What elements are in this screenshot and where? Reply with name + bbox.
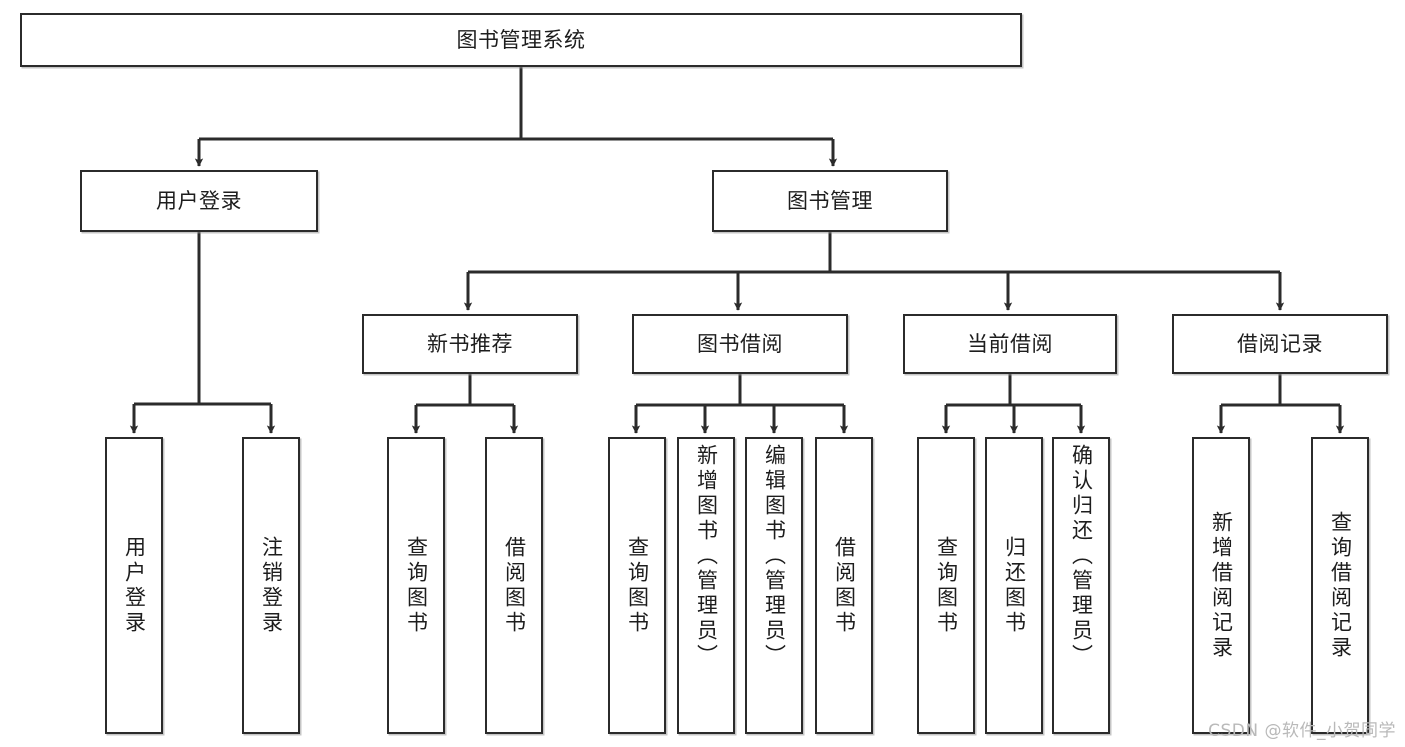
node-book-borrow-label: 图书借阅 [697, 331, 783, 356]
node-leaf-confirm-return-label: 确认归还（管理员） [1069, 444, 1094, 669]
node-borrow-record[interactable]: 借阅记录 [1172, 314, 1388, 374]
node-leaf-query-book-2[interactable]: 查询图书 [608, 437, 666, 734]
node-leaf-logout[interactable]: 注销登录 [242, 437, 300, 734]
node-book-manage[interactable]: 图书管理 [712, 170, 948, 232]
node-leaf-query-book-1[interactable]: 查询图书 [387, 437, 445, 734]
node-book-borrow[interactable]: 图书借阅 [632, 314, 848, 374]
node-leaf-add-book-label: 新增图书（管理员） [694, 444, 719, 669]
node-leaf-query-book-1-label: 查询图书 [404, 535, 429, 636]
node-user-login[interactable]: 用户登录 [80, 170, 318, 232]
node-leaf-edit-book[interactable]: 编辑图书（管理员） [745, 437, 803, 734]
node-leaf-query-book-3-label: 查询图书 [934, 535, 959, 636]
node-leaf-return-book-label: 归还图书 [1002, 535, 1027, 636]
node-leaf-borrow-book-2[interactable]: 借阅图书 [815, 437, 873, 734]
node-borrow-record-label: 借阅记录 [1237, 331, 1323, 356]
node-new-book-recommend[interactable]: 新书推荐 [362, 314, 578, 374]
node-leaf-query-record[interactable]: 查询借阅记录 [1311, 437, 1369, 734]
node-root-label: 图书管理系统 [456, 27, 586, 52]
node-leaf-return-book[interactable]: 归还图书 [985, 437, 1043, 734]
node-leaf-add-book[interactable]: 新增图书（管理员） [677, 437, 735, 734]
node-leaf-borrow-book-1-label: 借阅图书 [502, 535, 527, 636]
node-current-borrow[interactable]: 当前借阅 [903, 314, 1117, 374]
node-leaf-add-record[interactable]: 新增借阅记录 [1192, 437, 1250, 734]
node-leaf-confirm-return[interactable]: 确认归还（管理员） [1052, 437, 1110, 734]
node-current-borrow-label: 当前借阅 [967, 331, 1053, 356]
node-leaf-logout-label: 注销登录 [259, 535, 284, 636]
node-book-manage-label: 图书管理 [787, 188, 873, 213]
node-user-login-label: 用户登录 [156, 188, 242, 213]
node-leaf-borrow-book-1[interactable]: 借阅图书 [485, 437, 543, 734]
node-new-book-recommend-label: 新书推荐 [427, 331, 513, 356]
node-leaf-user-login[interactable]: 用户登录 [105, 437, 163, 734]
node-leaf-query-book-2-label: 查询图书 [625, 535, 650, 636]
node-leaf-query-record-label: 查询借阅记录 [1328, 510, 1353, 661]
node-leaf-add-record-label: 新增借阅记录 [1209, 510, 1234, 661]
node-leaf-borrow-book-2-label: 借阅图书 [832, 535, 857, 636]
node-leaf-edit-book-label: 编辑图书（管理员） [762, 444, 787, 669]
node-leaf-user-login-label: 用户登录 [122, 535, 147, 636]
node-leaf-query-book-3[interactable]: 查询图书 [917, 437, 975, 734]
node-root[interactable]: 图书管理系统 [20, 13, 1022, 67]
